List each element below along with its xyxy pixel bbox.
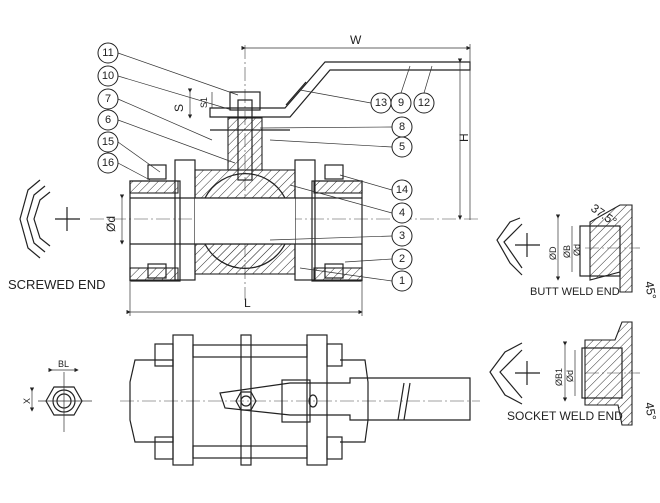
dim-ob-label: ØB	[562, 245, 572, 258]
svg-text:5: 5	[399, 141, 405, 153]
socket-weld-end-view: ØB1 Ød 45° SOCKET WELD END	[489, 321, 659, 426]
balloon-11: 11	[97, 42, 119, 64]
svg-text:11: 11	[102, 47, 113, 59]
dim-od-label: ØD	[548, 246, 558, 260]
svg-text:12: 12	[418, 97, 430, 109]
balloon-7: 7	[97, 88, 119, 110]
svg-text:3: 3	[399, 230, 405, 242]
balloons-left: 11 10 7 6 15 16	[97, 42, 239, 181]
svg-text:4: 4	[399, 207, 405, 219]
balloon-15: 15	[97, 131, 119, 153]
balloon-2: 2	[391, 248, 413, 270]
svg-text:7: 7	[105, 93, 111, 105]
hex-nut-detail: BL X	[22, 359, 92, 432]
svg-text:6: 6	[105, 114, 111, 126]
dim-s-label: S	[172, 104, 186, 112]
dimension-h: H	[457, 58, 471, 220]
balloon-3: 3	[391, 225, 413, 247]
balloons-right: 13 9 12 8 5 14 4 3 2 1	[259, 65, 435, 292]
svg-text:16: 16	[102, 157, 114, 169]
balloon-9: 9	[390, 92, 412, 114]
dim-ob1-label: ØB1	[554, 368, 564, 386]
screwed-end-title: SCREWED END	[8, 277, 106, 292]
dim-h-label: H	[457, 133, 471, 142]
dimension-s: S S1	[172, 88, 213, 119]
balloon-1: 1	[391, 270, 413, 292]
butt-weld-end-view: ØD ØB Ød 37.5° 45° BUTT WELD END	[496, 201, 659, 301]
top-view	[120, 334, 480, 466]
balloon-12: 12	[413, 92, 435, 114]
svg-text:1: 1	[399, 275, 405, 287]
balloon-4: 4	[391, 202, 413, 224]
dim-x-label: X	[22, 398, 32, 404]
balloon-6: 6	[97, 109, 119, 131]
svg-text:2: 2	[399, 253, 405, 265]
dim-d-label: Ød	[104, 216, 118, 232]
screwed-end-view: SCREWED END	[8, 179, 106, 292]
balloon-5: 5	[391, 136, 413, 158]
svg-text:10: 10	[102, 70, 114, 82]
dim-w-label: W	[350, 33, 362, 47]
angle-45-label: 45°	[642, 280, 659, 300]
balloon-16: 16	[97, 152, 119, 174]
dim-l-label: L	[244, 296, 251, 310]
balloon-8: 8	[391, 116, 413, 138]
balloon-13: 13	[370, 92, 392, 114]
svg-text:15: 15	[102, 136, 114, 148]
dimension-d: Ød	[104, 194, 125, 245]
svg-text:13: 13	[375, 97, 387, 109]
svg-text:14: 14	[396, 184, 408, 196]
dimension-w: W	[241, 33, 471, 220]
butt-weld-end-title: BUTT WELD END	[530, 286, 620, 298]
svg-text:9: 9	[398, 97, 404, 109]
dimension-l: L	[126, 282, 363, 316]
balloon-10: 10	[97, 65, 119, 87]
angle-45-socket-label: 45°	[642, 401, 659, 421]
main-section-view	[90, 45, 480, 300]
dim-od-socket-label: Ød	[565, 370, 575, 382]
balloon-14: 14	[391, 179, 413, 201]
dim-s1-label: S1	[199, 97, 209, 108]
socket-weld-end-title: SOCKET WELD END	[507, 409, 623, 423]
dim-bl-label: BL	[58, 359, 69, 369]
svg-text:8: 8	[399, 121, 405, 133]
dim-od-small-label: Ød	[572, 244, 582, 256]
